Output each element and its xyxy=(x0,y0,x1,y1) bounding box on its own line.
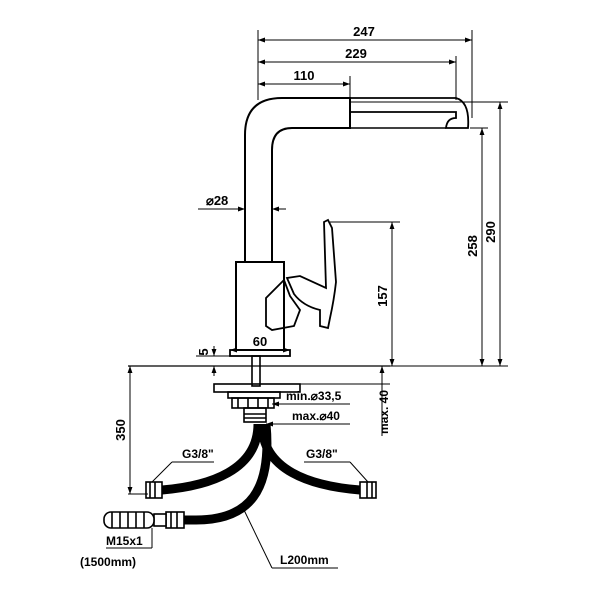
left-fitting xyxy=(145,481,163,499)
base-ring xyxy=(229,349,291,357)
faucet-outline xyxy=(128,97,470,367)
right-fitting xyxy=(359,481,377,499)
dim-label-max-hole: max.⌀40 xyxy=(292,409,340,423)
dim-label-247: 247 xyxy=(353,24,375,39)
dim-label-5: 5 xyxy=(196,348,211,355)
dimension-lines xyxy=(106,30,508,569)
label-hose-length: L200mm xyxy=(280,553,329,567)
mounting-rod xyxy=(251,355,261,387)
spout-outline xyxy=(244,97,351,262)
mounting-washer xyxy=(227,391,281,399)
mounting-shank xyxy=(243,407,267,423)
dim-label-min-hole: min.⌀33,5 xyxy=(286,389,342,403)
label-outlet-thread: M15x1 xyxy=(106,534,143,548)
dim-label-110: 110 xyxy=(294,68,315,83)
hoses xyxy=(103,423,377,529)
dim-label-258: 258 xyxy=(465,235,480,257)
dim-label-290: 290 xyxy=(483,221,498,243)
outlet-fitting xyxy=(103,511,185,529)
dim-label-d28: ⌀28 xyxy=(206,193,228,208)
label-outlet-length: (1500mm) xyxy=(80,555,136,569)
handle-base xyxy=(265,278,302,331)
label-left-thread: G3/8" xyxy=(182,447,214,461)
dim-label-max-thickness: max. 40 xyxy=(377,390,391,434)
dim-label-229: 229 xyxy=(345,46,367,61)
dim-label-350: 350 xyxy=(113,419,128,441)
dim-label-157: 157 xyxy=(375,285,390,307)
dim-label-60: 60 xyxy=(253,334,267,349)
dimension-labels: 247 229 110 ⌀28 258 290 157 5 60 350 min… xyxy=(80,24,498,569)
label-right-thread: G3/8" xyxy=(306,447,338,461)
lever-handle xyxy=(285,218,337,330)
